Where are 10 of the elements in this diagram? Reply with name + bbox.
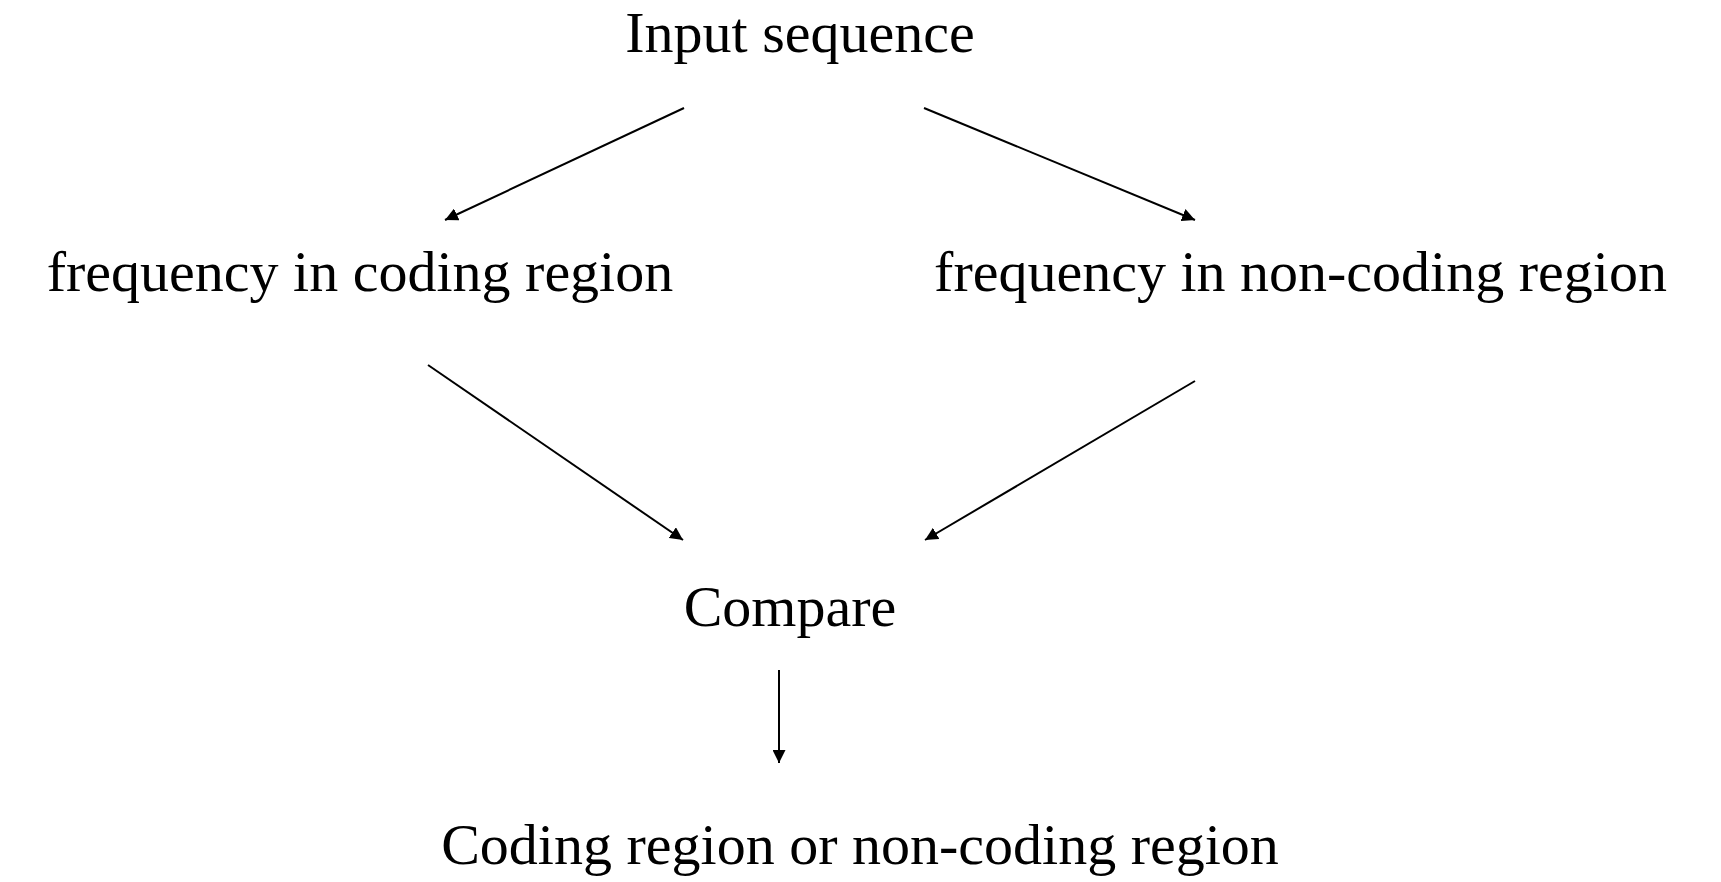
step-label: frequency in non-coding region	[934, 240, 1667, 304]
arrow	[923, 107, 1196, 222]
arrow	[924, 380, 1196, 541]
arrow	[444, 107, 685, 221]
arrow	[772, 669, 786, 764]
step-label: frequency in coding region	[46, 240, 674, 304]
step-label: Coding region or non-coding region	[441, 813, 1279, 877]
arrow	[427, 364, 684, 541]
step-label: Compare	[683, 575, 897, 639]
step-label: Input sequence	[625, 1, 975, 65]
